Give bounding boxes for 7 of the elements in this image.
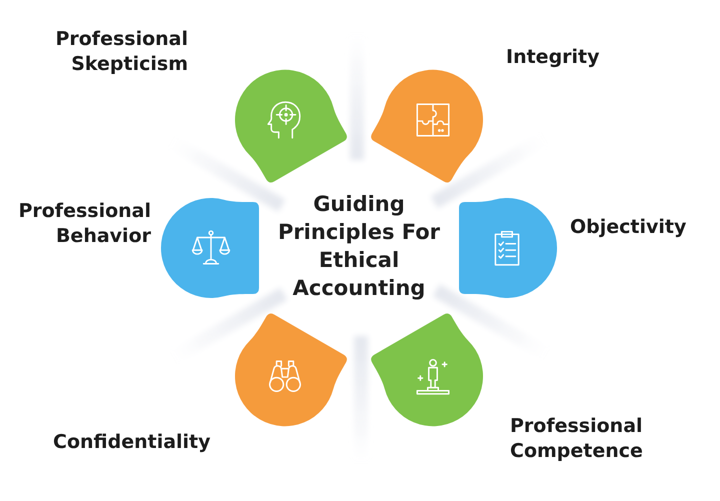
- principle-label: Objectivity: [570, 215, 688, 240]
- principle-label: Professional Skepticism: [54, 27, 188, 77]
- principle-label: Professional Competence: [510, 414, 644, 464]
- principle-label: Integrity: [506, 45, 601, 70]
- principle-label: Professional Behavior: [17, 199, 151, 249]
- center-title: Guiding Principles For Ethical Accounting: [276, 191, 442, 302]
- principle-label: Confidentiality: [53, 430, 212, 455]
